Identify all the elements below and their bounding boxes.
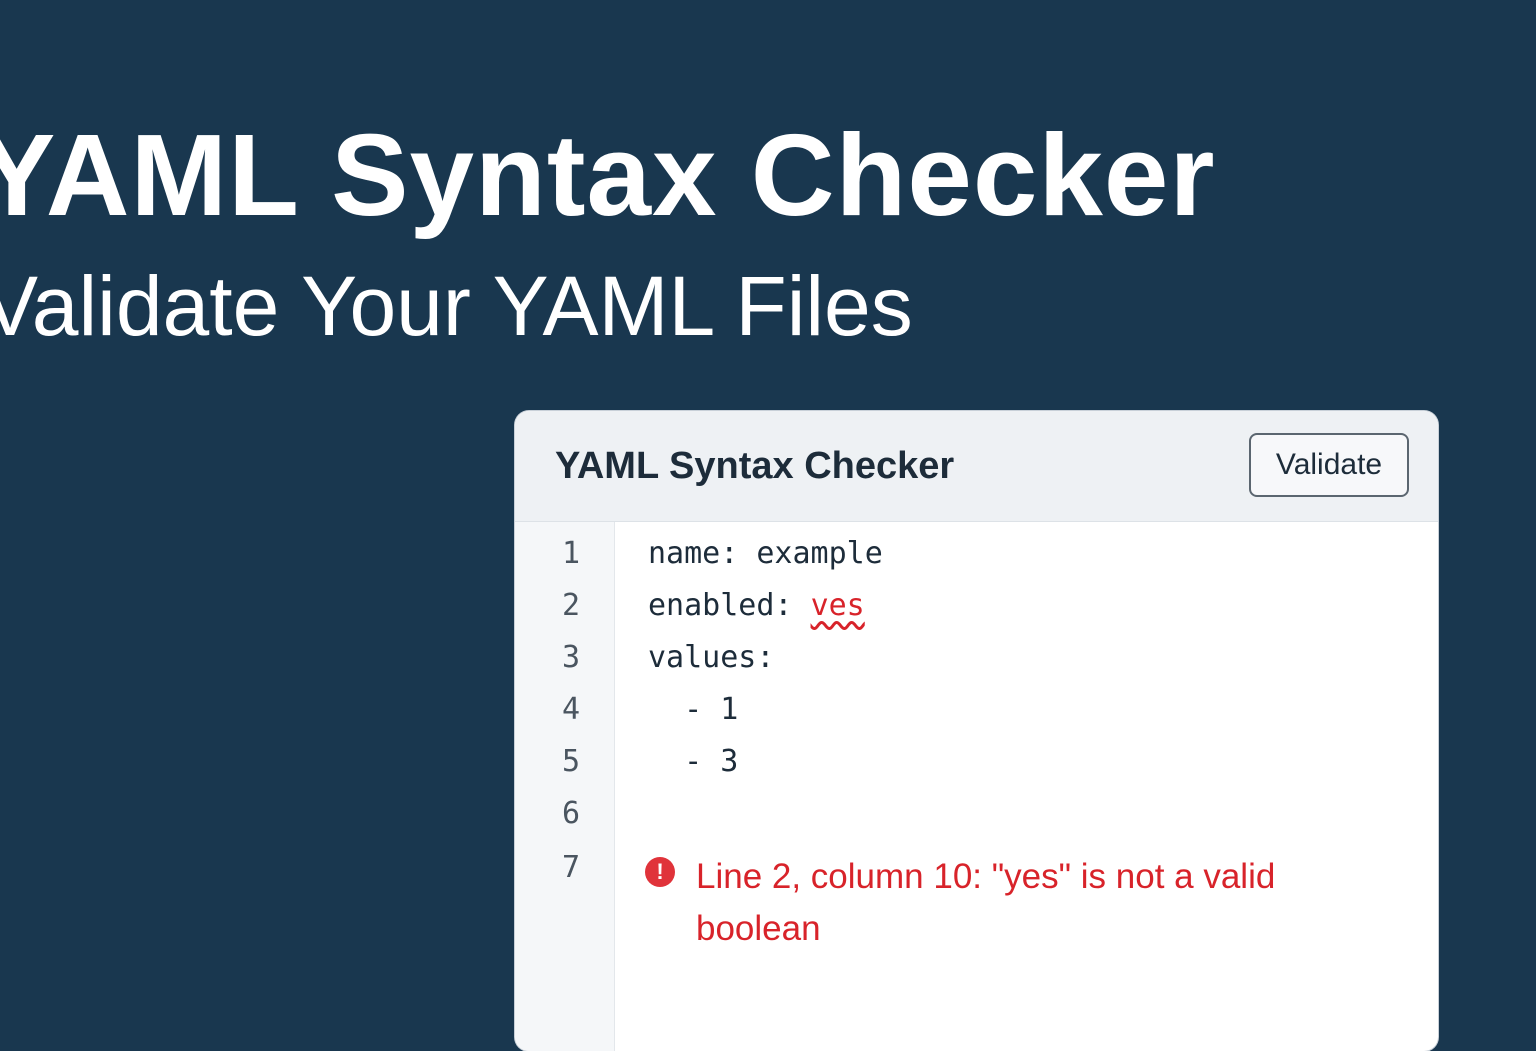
hero-subtitle: Validate Your YAML Files <box>0 259 913 353</box>
line-number: 1 <box>561 536 581 571</box>
panel-title: YAML Syntax Checker <box>555 445 955 487</box>
code-line: name: example <box>648 536 883 571</box>
invalid-value: ves <box>810 588 865 623</box>
error-message: Line 2, column 10: "yes" is not a valid … <box>696 857 1276 948</box>
yaml-checker-panel: YAML Syntax Checker Validate 1 2 3 4 5 6… <box>515 411 1438 1051</box>
code-line: values: <box>648 640 775 675</box>
code-line: enabled: ves <box>648 588 865 623</box>
code-line: - 1 <box>648 692 739 727</box>
line-number: 7 <box>561 850 581 885</box>
line-number: 5 <box>561 744 581 779</box>
code-line: - 3 <box>648 744 739 779</box>
exclamation-circle-icon: ! <box>645 857 675 887</box>
yaml-value <box>793 588 811 623</box>
line-number: 6 <box>561 796 581 831</box>
line-number: 3 <box>561 640 581 675</box>
yaml-key: enabled: <box>648 588 793 623</box>
hero-title: YAML Syntax Checker <box>0 110 1216 240</box>
line-number-gutter: 1 2 3 4 5 6 7 <box>515 522 615 1051</box>
yaml-key: name: <box>648 536 739 571</box>
panel-header: YAML Syntax Checker Validate <box>515 411 1438 522</box>
line-number: 4 <box>561 692 581 727</box>
line-number: 2 <box>561 588 581 623</box>
validate-button[interactable]: Validate <box>1249 433 1409 497</box>
yaml-value: example <box>738 536 883 571</box>
